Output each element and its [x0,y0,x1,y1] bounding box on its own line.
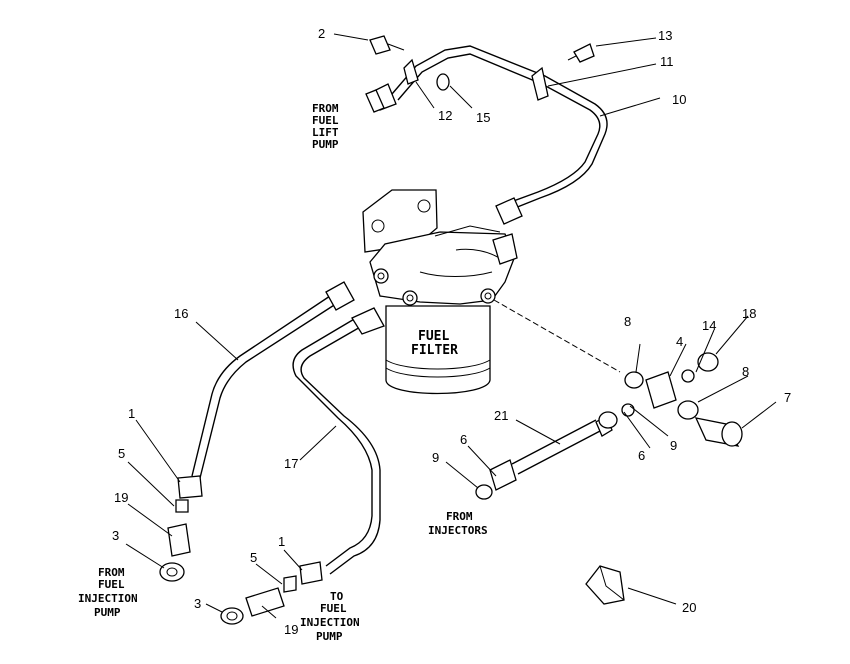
caption-to-fuel-injection-pump: TO FUEL INJECTION PUMP [300,590,360,643]
fuel-filter-label-line-1: FUEL [418,329,449,344]
fuel-line-10 [365,35,608,225]
caption-line: INJECTION [78,592,138,605]
caption-line: TO [330,590,344,603]
caption-line: PUMP [94,606,121,619]
fuel-line-17 [220,307,385,625]
fuel-filter-label-line-2: FILTER [411,343,458,358]
leader-lines [125,33,777,619]
callout-21: 21 [494,408,508,423]
callout-5-left: 5 [118,446,125,461]
callout-2: 2 [318,26,325,41]
caption-line: FUEL [320,602,347,615]
callout-6-right: 6 [638,448,645,463]
callout-9-left: 9 [432,450,439,465]
callout-8-right: 8 [742,364,749,379]
caption-line: FROM [312,102,339,115]
fuel-filter-assembly: FUEL FILTER [362,189,518,395]
callout-3-bottom: 3 [194,596,201,611]
callout-19-left: 19 [114,490,128,505]
callout-19-bottom: 19 [284,622,298,637]
caption-from-injectors: FROM INJECTORS [428,510,488,537]
callout-12: 12 [438,108,452,123]
caption-line: FUEL [312,114,339,127]
fuel-line-16 [159,281,355,582]
caption-line: INJECTION [300,616,360,629]
callout-15: 15 [476,110,490,125]
callout-9-right: 9 [670,438,677,453]
return-line-21 [475,299,743,500]
clip-20 [585,565,625,605]
caption-line: PUMP [312,138,339,151]
caption-line: FUEL [98,578,125,591]
caption-line: LIFT [312,126,339,139]
callout-3-left: 3 [112,528,119,543]
callout-4: 4 [676,334,683,349]
callout-18: 18 [742,306,756,321]
callout-10: 10 [672,92,686,107]
callout-11: 11 [660,54,674,69]
callout-8-top: 8 [624,314,631,329]
callout-6-left: 6 [460,432,467,447]
callout-13: 13 [658,28,672,43]
callout-16: 16 [174,306,188,321]
callout-5-bottom: 5 [250,550,257,565]
callout-numbers: 2 13 11 10 12 15 16 1 5 19 3 17 1 5 3 19… [112,26,791,637]
caption-line: PUMP [316,630,343,643]
callout-1-bottom: 1 [278,534,285,549]
caption-line: FROM [446,510,473,523]
callout-1-left: 1 [128,406,135,421]
caption-line: INJECTORS [428,524,488,537]
callout-14: 14 [702,318,716,333]
callout-7: 7 [784,390,791,405]
caption-from-fuel-lift-pump: FROM FUEL LIFT PUMP [312,102,339,151]
caption-line: FROM [98,566,125,579]
callout-20: 20 [682,600,696,615]
callout-17: 17 [284,456,298,471]
caption-from-fuel-injection-pump: FROM FUEL INJECTION PUMP [78,566,138,619]
